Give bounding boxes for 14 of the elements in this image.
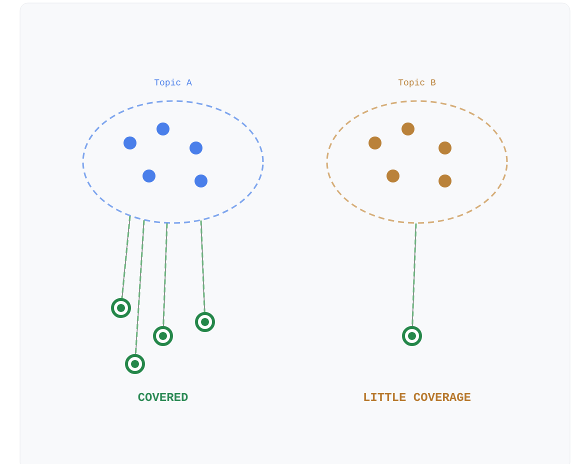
target-circle <box>111 298 131 318</box>
connector-line <box>121 216 131 298</box>
target-circle <box>402 326 422 346</box>
topic-title: Topic A <box>154 78 192 88</box>
target-circle <box>153 326 173 346</box>
connector-line <box>134 220 145 354</box>
target-circle <box>125 354 145 374</box>
group-label: COVERED <box>138 392 188 402</box>
connector-line <box>162 223 168 326</box>
connector-line <box>412 223 417 326</box>
connector-line <box>200 220 206 312</box>
group-label: LITTLE COVERAGE <box>364 392 470 402</box>
topic-title: Topic B <box>398 78 436 88</box>
target-circle <box>195 312 215 332</box>
